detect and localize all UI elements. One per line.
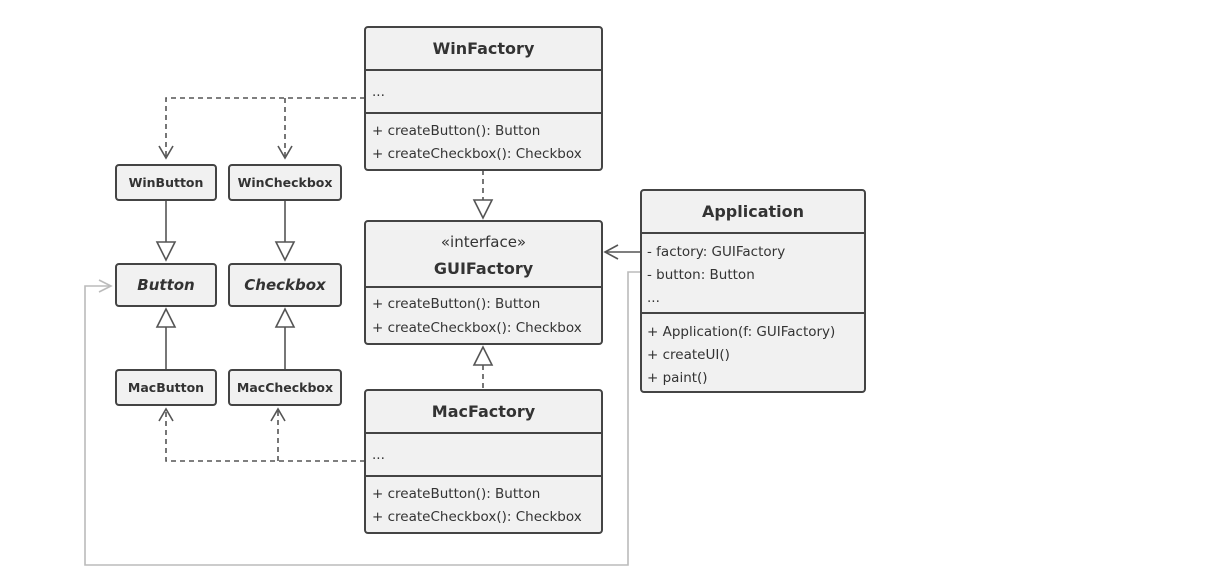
win-products-inheritance <box>155 200 296 262</box>
mac-factory-method: + createCheckbox(): Checkbox <box>372 509 582 525</box>
win-factory-method: + createButton(): Button <box>372 123 540 139</box>
mac-factory-field: ... <box>372 447 385 463</box>
checkbox-frame <box>228 263 342 307</box>
gui-factory-interface-box[interactable]: «interface» GUIFactory + createButton():… <box>364 220 603 345</box>
button-generalization-triangle-top <box>155 241 177 262</box>
mac-factory-method: + createButton(): Button <box>372 486 540 502</box>
button-title: Button <box>137 276 194 294</box>
checkbox-generalization-triangle-top <box>274 241 296 262</box>
winfactory-creates-connectors <box>158 97 365 160</box>
application-method: + paint() <box>647 370 708 386</box>
maccheckbox-open-arrowhead <box>270 407 286 422</box>
win-factory-class-box[interactable]: WinFactory ... + createButton(): Button … <box>364 26 603 171</box>
application-class-box[interactable]: Application - factory: GUIFactory - butt… <box>640 189 866 393</box>
application-title: Application <box>702 202 804 221</box>
application-field: - button: Button <box>647 267 755 283</box>
macfactory-realizes-triangle <box>472 345 494 366</box>
mac-factory-frame <box>364 389 603 534</box>
win-factory-field: ... <box>372 84 385 100</box>
win-factory-frame <box>364 26 603 171</box>
win-factory-method: + createCheckbox(): Checkbox <box>372 146 582 162</box>
guifactory-open-arrowhead <box>603 244 619 260</box>
gui-factory-method: + createCheckbox(): Checkbox <box>372 320 582 336</box>
gui-factory-method: + createButton(): Button <box>372 296 540 312</box>
win-button-class-box[interactable]: WinButton <box>115 164 217 201</box>
application-to-button-connector <box>84 271 641 566</box>
application-method: + Application(f: GUIFactory) <box>647 324 835 340</box>
winfactory-to-winbutton-line <box>165 97 365 156</box>
gui-factory-frame <box>364 220 603 345</box>
wincheckbox-open-arrowhead <box>277 145 293 160</box>
application-to-guifactory-connector <box>603 244 641 260</box>
mac-checkbox-frame <box>228 369 342 406</box>
mac-button-frame <box>115 369 217 406</box>
button-interface-box[interactable]: Button <box>115 263 217 307</box>
factory-realization-connectors <box>472 170 494 390</box>
macfactory-creates-connectors <box>158 407 365 462</box>
button-gray-arrowhead <box>98 279 113 293</box>
macfactory-to-macbutton-line <box>165 410 365 462</box>
checkbox-title: Checkbox <box>244 276 327 294</box>
application-button-line <box>84 271 641 566</box>
mac-checkbox-title: MacCheckbox <box>237 380 333 395</box>
mac-checkbox-class-box[interactable]: MacCheckbox <box>228 369 342 406</box>
mac-button-class-box[interactable]: MacButton <box>115 369 217 406</box>
win-checkbox-class-box[interactable]: WinCheckbox <box>228 164 342 201</box>
checkbox-generalization-triangle-bottom <box>274 307 296 328</box>
application-frame <box>640 189 866 393</box>
winfactory-realizes-triangle <box>472 199 494 220</box>
gui-factory-title: GUIFactory <box>434 259 534 278</box>
win-button-frame <box>115 164 217 201</box>
win-factory-title: WinFactory <box>433 39 535 58</box>
win-button-title: WinButton <box>129 175 204 190</box>
winbutton-open-arrowhead <box>158 145 174 160</box>
mac-button-title: MacButton <box>128 380 204 395</box>
mac-products-inheritance <box>155 307 296 370</box>
button-frame <box>115 263 217 307</box>
button-generalization-triangle-bottom <box>155 307 177 328</box>
mac-factory-title: MacFactory <box>432 402 536 421</box>
mac-factory-class-box[interactable]: MacFactory ... + createButton(): Button … <box>364 389 603 534</box>
win-checkbox-title: WinCheckbox <box>238 175 333 190</box>
gui-factory-stereotype: «interface» <box>441 233 526 251</box>
application-field: ... <box>647 290 660 306</box>
application-field: - factory: GUIFactory <box>647 244 785 260</box>
macbutton-open-arrowhead <box>158 407 174 422</box>
application-method: + createUI() <box>647 347 730 363</box>
win-checkbox-frame <box>228 164 342 201</box>
checkbox-interface-box[interactable]: Checkbox <box>228 263 342 307</box>
